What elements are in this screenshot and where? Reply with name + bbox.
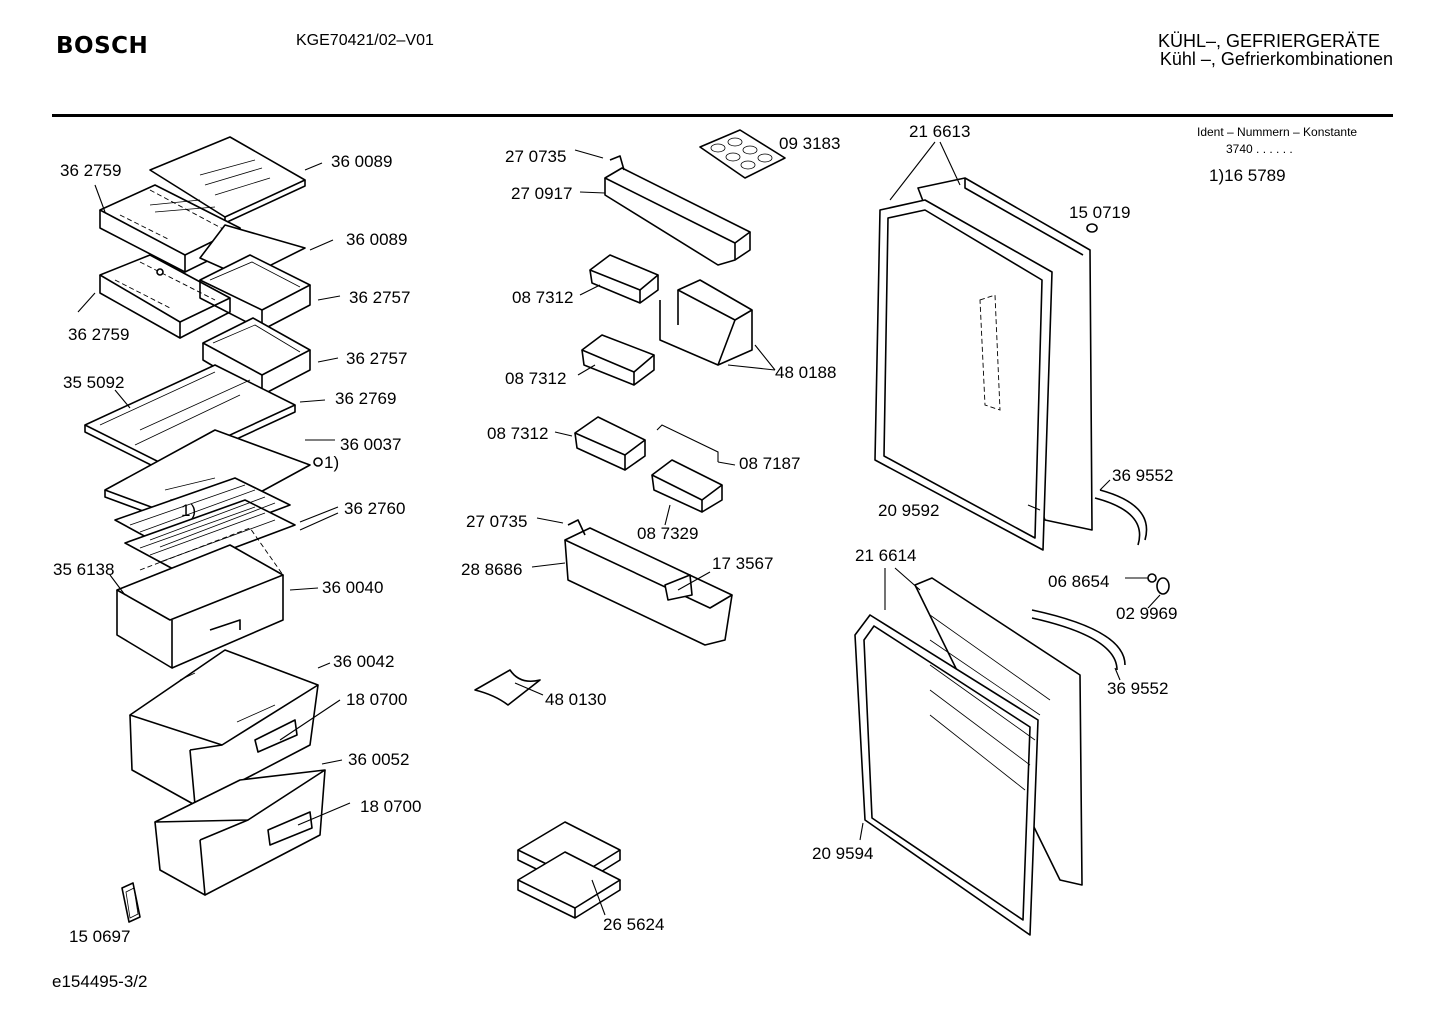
part-labels: 36 0089 36 2759 36 0089 36 2757 36 2759 … bbox=[53, 122, 1177, 946]
header-rule bbox=[52, 114, 1393, 117]
door-handle-lower bbox=[1031, 609, 1126, 671]
label-360042: 36 0042 bbox=[333, 652, 394, 671]
ice-grid-tray bbox=[114, 477, 296, 571]
label-209594: 20 9594 bbox=[812, 844, 873, 863]
brand-logo: BOSCH bbox=[56, 33, 149, 59]
label-362759-b: 36 2759 bbox=[68, 325, 129, 344]
label-362757-a: 36 2757 bbox=[349, 288, 410, 307]
small-bin-a bbox=[589, 254, 659, 304]
label-150697: 15 0697 bbox=[69, 927, 130, 946]
crisper-drawer-lower bbox=[154, 769, 326, 896]
film-strip bbox=[474, 669, 541, 706]
label-note-1b: 1) bbox=[181, 501, 196, 520]
label-362759-a: 36 2759 bbox=[60, 161, 121, 180]
label-362760: 36 2760 bbox=[344, 499, 405, 518]
small-bin-b bbox=[581, 334, 655, 386]
label-216613: 21 6613 bbox=[909, 122, 970, 141]
clip-part bbox=[121, 882, 141, 923]
category-title: KÜHL–, GEFRIERGERÄTE bbox=[1157, 31, 1380, 51]
freezer-box bbox=[116, 527, 284, 669]
label-480188: 48 0188 bbox=[775, 363, 836, 382]
ident-extra: 1)16 5789 bbox=[1209, 166, 1286, 185]
cool-packs bbox=[517, 821, 621, 919]
label-360089-a: 36 0089 bbox=[331, 152, 392, 171]
bottle-bin-lower bbox=[564, 519, 733, 646]
small-bin-c bbox=[574, 416, 646, 471]
label-369552-b: 36 9552 bbox=[1107, 679, 1168, 698]
label-150719: 15 0719 bbox=[1069, 203, 1130, 222]
label-369552-a: 36 9552 bbox=[1112, 466, 1173, 485]
footer-code: e154495-3/2 bbox=[52, 972, 148, 991]
label-362757-b: 36 2757 bbox=[346, 349, 407, 368]
small-drawer-a bbox=[199, 254, 311, 331]
label-087312-a: 08 7312 bbox=[512, 288, 573, 307]
label-356138: 35 6138 bbox=[53, 560, 114, 579]
label-068654: 06 8654 bbox=[1048, 572, 1109, 591]
screw bbox=[1125, 573, 1170, 595]
shelf-frame-lower bbox=[99, 254, 231, 339]
label-216614: 21 6614 bbox=[855, 546, 916, 565]
label-180700-b: 18 0700 bbox=[360, 797, 421, 816]
ident-title: Ident – Nummern – Konstante bbox=[1197, 125, 1358, 139]
label-087312-b: 08 7312 bbox=[505, 369, 566, 388]
label-480130: 48 0130 bbox=[545, 690, 606, 709]
model-number: KGE70421/02–V01 bbox=[296, 32, 434, 49]
label-093183: 09 3183 bbox=[779, 134, 840, 153]
freezer-door bbox=[854, 577, 1083, 936]
small-bin-d bbox=[651, 459, 723, 513]
label-355092: 35 5092 bbox=[63, 373, 124, 392]
egg-tray bbox=[699, 129, 786, 179]
label-209592: 20 9592 bbox=[878, 501, 939, 520]
label-360040: 36 0040 bbox=[322, 578, 383, 597]
hinge-cap bbox=[1086, 223, 1098, 233]
fridge-door bbox=[874, 177, 1093, 551]
label-270735-a: 27 0735 bbox=[505, 147, 566, 166]
ident-value: 3740 . . . . . . bbox=[1226, 142, 1293, 156]
label-270917: 27 0917 bbox=[511, 184, 572, 203]
label-288686: 28 8686 bbox=[461, 560, 522, 579]
category-subtitle: Kühl –, Gefrierkombinationen bbox=[1159, 49, 1393, 69]
label-360037: 36 0037 bbox=[340, 435, 401, 454]
label-029969: 02 9969 bbox=[1116, 604, 1177, 623]
leader-lines bbox=[77, 141, 1161, 916]
label-180700-a: 18 0700 bbox=[346, 690, 407, 709]
label-360052: 36 0052 bbox=[348, 750, 409, 769]
label-note-1a: 1) bbox=[324, 453, 339, 472]
label-087329: 08 7329 bbox=[637, 524, 698, 543]
wire-retainer bbox=[656, 424, 719, 462]
dairy-bin bbox=[659, 279, 753, 366]
label-270735-b: 27 0735 bbox=[466, 512, 527, 531]
crisper-drawer-upper bbox=[129, 649, 319, 806]
small-drawer-b bbox=[202, 317, 311, 396]
bottle-bin-upper bbox=[604, 155, 751, 266]
label-265624: 26 5624 bbox=[603, 915, 664, 934]
label-360089-b: 36 0089 bbox=[346, 230, 407, 249]
label-173567: 17 3567 bbox=[712, 554, 773, 573]
label-362769: 36 2769 bbox=[335, 389, 396, 408]
door-handle-upper bbox=[1094, 489, 1148, 546]
label-087312-c: 08 7312 bbox=[487, 424, 548, 443]
label-087187: 08 7187 bbox=[739, 454, 800, 473]
